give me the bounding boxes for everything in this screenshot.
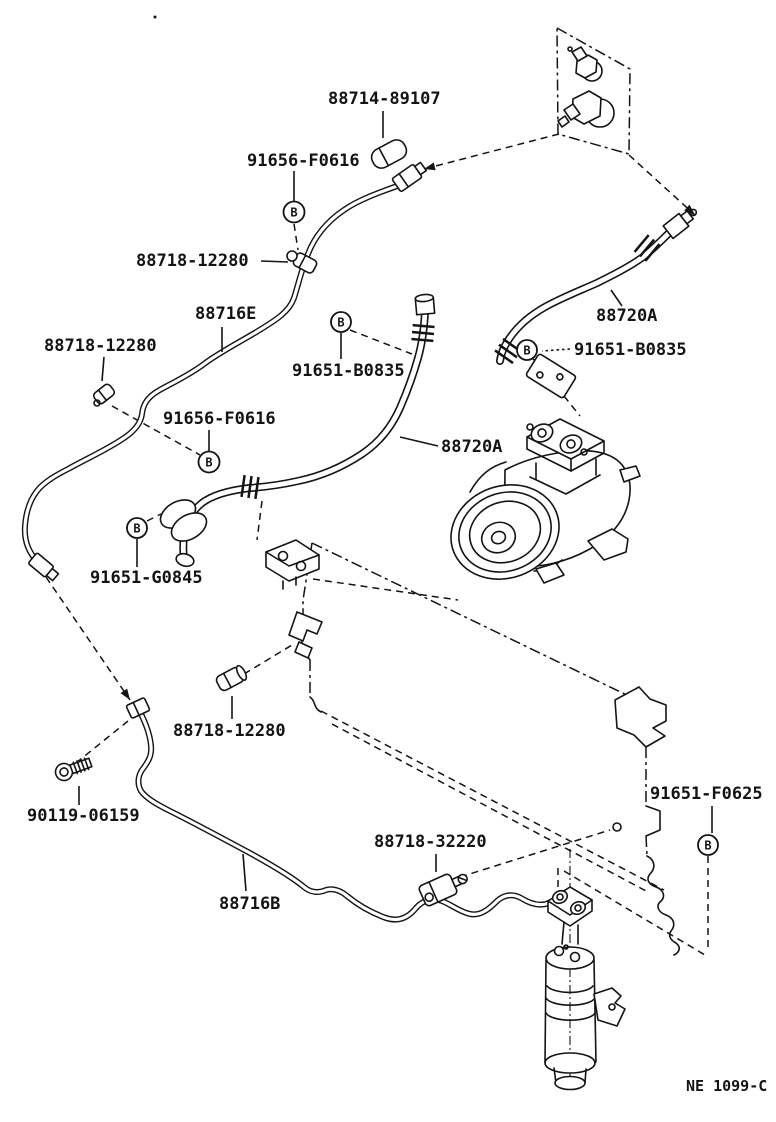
label-leader-lines xyxy=(78,111,713,892)
assembly-dashed-lines xyxy=(45,133,709,956)
part-label-91651-g0845: 91651-G0845 xyxy=(90,568,203,588)
part-label-91656-f0616-b: 91656-F0616 xyxy=(163,409,276,429)
hose-88720a-suction xyxy=(159,293,436,568)
part-label-91651-f0625: 91651-F0625 xyxy=(650,784,763,804)
pipe-union-fitting xyxy=(391,161,428,193)
bolt-90119-06159 xyxy=(54,757,93,782)
bolt-symbol-letter: B xyxy=(133,522,140,536)
pipe-88716e xyxy=(21,161,428,582)
drier-bracket-clamp xyxy=(593,987,626,1027)
hose-crimp xyxy=(240,474,260,500)
part-label-91656-f0616-a: 91656-F0616 xyxy=(247,151,360,171)
bolt-symbol-b: B xyxy=(516,339,538,361)
bolt-symbol-letter: B xyxy=(337,316,344,330)
part-label-88718-12280-a: 88718-12280 xyxy=(136,251,249,271)
bolt-symbol-b: B xyxy=(697,834,719,856)
bolt-symbol-b: B xyxy=(197,450,221,474)
clamp-ear xyxy=(93,399,101,407)
compressor-port-2 xyxy=(559,434,583,454)
clamp-ear xyxy=(286,250,298,262)
compressor xyxy=(450,418,641,584)
part-label-88716b: 88716B xyxy=(219,894,281,914)
print-speck xyxy=(153,15,157,19)
part-label-88714-89107: 88714-89107 xyxy=(328,89,441,109)
bolt-symbol-letter: B xyxy=(523,344,530,358)
firewall-panel xyxy=(556,26,631,155)
part-label-88718-12280-b: 88718-12280 xyxy=(44,336,157,356)
part-label-88718-32220: 88718-32220 xyxy=(374,832,487,852)
bolt-symbols: B B B B B B xyxy=(126,200,719,856)
part-label-91651-b0835-b: 91651-B0835 xyxy=(574,340,687,360)
bolt-symbol-b: B xyxy=(282,200,306,224)
clamp-88718-12280-lower xyxy=(215,664,248,692)
hose-88720a-discharge xyxy=(494,208,698,399)
tube-end-fitting xyxy=(125,697,151,719)
hose-end-fitting xyxy=(662,208,698,240)
grommet-88714 xyxy=(370,139,408,169)
hose-crimp xyxy=(411,323,435,343)
part-label-88720a-b: 88720A xyxy=(441,437,503,457)
receiver-drier xyxy=(544,849,626,1091)
part-label-90119-06159: 90119-06159 xyxy=(27,806,140,826)
part-label-88718-12280-c: 88718-12280 xyxy=(173,721,286,741)
condenser-outline xyxy=(288,542,680,956)
drawing-code: NE 1099-C xyxy=(686,1077,768,1095)
panel-fitting-lower xyxy=(557,90,615,128)
hose-end-cap xyxy=(414,293,436,316)
drier-inlet-block xyxy=(547,886,593,927)
hose-flange xyxy=(525,353,577,399)
bolt-symbol-b: B xyxy=(330,311,352,333)
bolt-symbol-b: B xyxy=(126,517,148,539)
bolt-symbol-letter: B xyxy=(290,206,297,220)
condenser-inlet-joint xyxy=(265,539,320,590)
part-label-88720a-a: 88720A xyxy=(596,306,658,326)
compressor-clutch-pulley xyxy=(450,484,560,580)
clamp-88718-32220 xyxy=(418,873,468,907)
clamp-88718-12280-left xyxy=(92,383,116,405)
bolt-symbol-letter: B xyxy=(205,456,212,470)
part-label-91651-b0835-a: 91651-B0835 xyxy=(292,361,405,381)
hose-crimp xyxy=(633,234,661,262)
part-label-88716e: 88716E xyxy=(195,304,257,324)
hose-mount-bracket xyxy=(170,512,208,542)
compressor-port-1 xyxy=(530,423,554,443)
condenser-mount-hole xyxy=(612,822,622,832)
bolt-symbol-letter: B xyxy=(704,839,711,853)
panel-fitting-upper xyxy=(567,46,603,82)
pipe-end-fitting xyxy=(28,552,60,582)
tube-88716b xyxy=(125,697,556,923)
